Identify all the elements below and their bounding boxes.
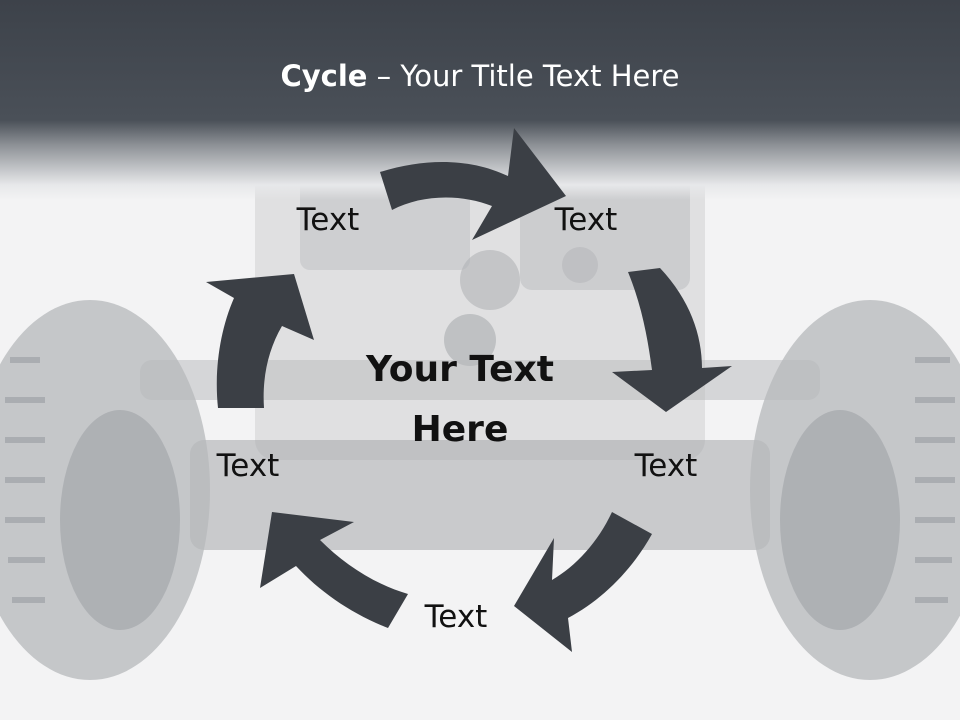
- title-bold: Cycle: [280, 59, 368, 93]
- cycle-arrow-bottom-left: [260, 512, 408, 628]
- node-label-left: Text: [216, 448, 280, 484]
- node-label-bottom: Text: [424, 599, 488, 635]
- cycle-arrow-bottom-right: [514, 512, 652, 652]
- slide-title: Cycle – Your Title Text Here: [0, 56, 960, 96]
- title-rest: – Your Title Text Here: [367, 59, 680, 93]
- node-label-top-right: Text: [554, 202, 618, 238]
- cycle-arrow-right: [612, 268, 732, 412]
- center-text-line2: Here: [411, 409, 509, 450]
- cycle-arrow-left: [206, 274, 314, 408]
- node-label-top-left: Text: [296, 202, 360, 238]
- node-label-right: Text: [634, 448, 698, 484]
- center-text: Your Text Here: [330, 340, 590, 460]
- cycle-arrow-top: [380, 128, 566, 240]
- center-text-line1: Your Text: [365, 349, 555, 390]
